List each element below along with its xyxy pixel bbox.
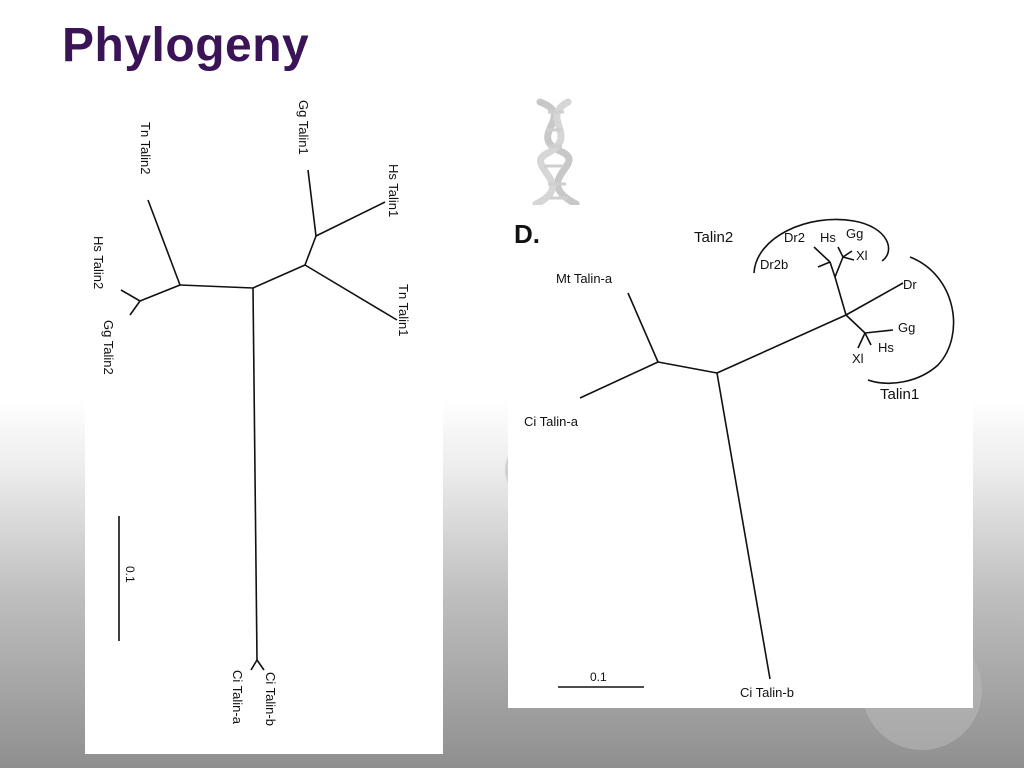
talin2-bracket-arc [753, 218, 890, 274]
leaf-label-ci-talin-a: Ci Talin-a [524, 414, 579, 429]
leaf-label-xl-talin2: Xl [856, 248, 868, 263]
branch [837, 246, 844, 258]
leaf-label-ci-talin-b: Ci Talin-b [263, 672, 278, 726]
scale-bar-label: 0.1 [123, 566, 137, 583]
leaf-label-hs-talin2: Hs [820, 230, 836, 245]
branch [129, 300, 141, 316]
leaf-label-dr2b: Dr2b [760, 257, 788, 272]
scale-bar-label: 0.1 [590, 670, 607, 684]
branch [252, 264, 306, 289]
leaf-label-dr-talin1: Dr [903, 277, 917, 292]
leaf-label-hs-talin1: Hs Talin1 [386, 164, 401, 217]
branch [813, 246, 831, 263]
branch [864, 332, 872, 346]
branch [842, 250, 853, 258]
right-tree-branches [558, 218, 955, 688]
branch [834, 276, 847, 316]
branch [256, 659, 265, 671]
leaf-label-tn-talin1: Tn Talin1 [396, 284, 411, 337]
leaf-label-gg-talin1: Gg Talin1 [296, 100, 311, 155]
branch [304, 264, 398, 321]
branch [842, 256, 855, 261]
branch [250, 659, 258, 671]
slide-title: Phylogeny [62, 19, 310, 72]
panel-label: D. [514, 219, 540, 249]
leaf-label-gg-talin1: Gg [898, 320, 915, 335]
left-tree-branches [118, 169, 398, 671]
branch [579, 361, 659, 399]
dna-helix-icon [532, 98, 580, 208]
leaf-label-mt-talin-a: Mt Talin-a [556, 271, 613, 286]
leaf-label-dr2: Dr2 [784, 230, 805, 245]
left-tree-panel: Tn Talin2 Gg Talin1 Hs Talin1 Hs Talin2 … [85, 98, 443, 754]
group-label-talin2: Talin2 [694, 229, 733, 246]
right-tree-panel: D. Talin2 Talin1 Dr2 [508, 205, 973, 708]
branch [147, 199, 181, 286]
branch [307, 169, 317, 237]
branch [179, 284, 254, 289]
leaf-label-tn-talin2: Tn Talin2 [138, 122, 153, 175]
leaf-label-ci-talin-b: Ci Talin-b [740, 685, 794, 700]
leaf-label-ci-talin-a: Ci Talin-a [230, 670, 245, 725]
branch [139, 284, 181, 302]
branch [817, 261, 831, 268]
branch [304, 235, 317, 266]
right-tree-svg: D. Talin2 Talin1 Dr2 [514, 218, 955, 700]
branch [716, 372, 771, 680]
branch [834, 256, 844, 278]
branch [845, 314, 866, 334]
leaf-label-gg-talin2: Gg [846, 226, 863, 241]
branch [864, 329, 894, 334]
branch [657, 361, 718, 374]
branch [845, 282, 904, 316]
branch [627, 292, 659, 363]
leaf-label-hs-talin2: Hs Talin2 [91, 236, 106, 289]
branch [829, 261, 836, 278]
branch [857, 332, 866, 349]
group-label-talin1: Talin1 [880, 386, 919, 403]
branch [315, 201, 386, 237]
branch [716, 314, 847, 374]
left-tree-svg: Tn Talin2 Gg Talin1 Hs Talin1 Hs Talin2 … [91, 100, 411, 726]
branch [252, 287, 258, 661]
leaf-label-xl-talin1: Xl [852, 351, 864, 366]
branch [120, 289, 141, 302]
talin1-bracket-arc [867, 256, 955, 385]
leaf-label-gg-talin2: Gg Talin2 [101, 320, 116, 375]
leaf-label-hs-talin1: Hs [878, 340, 894, 355]
